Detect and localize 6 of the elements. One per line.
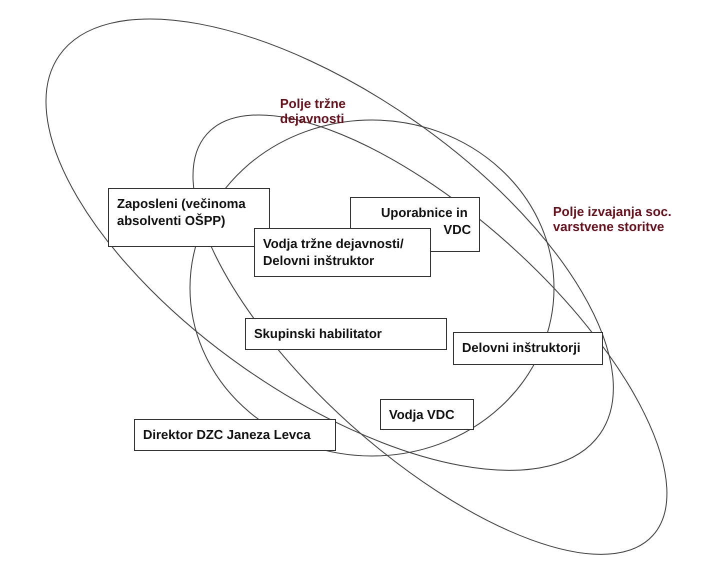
field-label: Polje tržne dejavnosti: [280, 96, 347, 126]
role-text: Uporabnice in: [381, 204, 469, 221]
role-text: VDC: [442, 221, 471, 238]
field-label: Polje izvajanja soc. varstvene storitve: [553, 204, 672, 234]
role-box: Direktor DZC Janeza Levca: [134, 419, 336, 451]
role-box: Delovni inštruktorji: [453, 332, 603, 365]
